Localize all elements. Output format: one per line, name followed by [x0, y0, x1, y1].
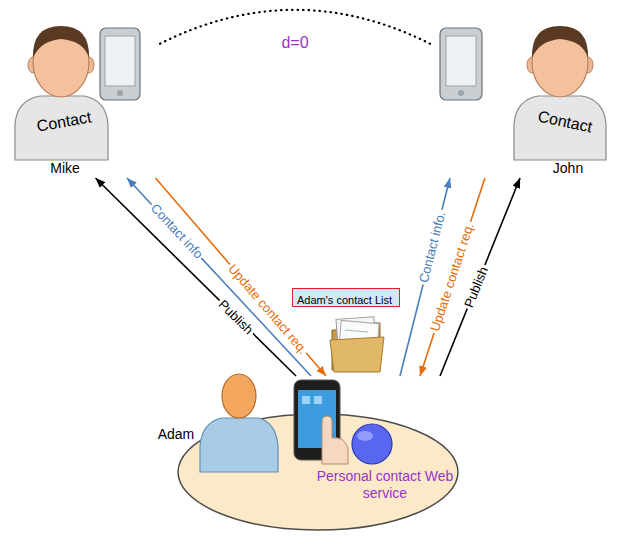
shirt	[514, 96, 606, 160]
person-name: John	[530, 160, 606, 177]
service-circle	[352, 424, 392, 464]
contact-list-box: Adam's contact List	[292, 288, 400, 307]
shirt	[15, 96, 108, 160]
screen-icon	[302, 396, 310, 404]
contact-person: ContactJohn	[430, 20, 620, 178]
circle-highlight	[357, 431, 373, 441]
message-arrow	[96, 178, 297, 376]
phone-screen	[105, 36, 135, 86]
head	[33, 27, 89, 97]
edge-label: Contact info	[146, 199, 207, 263]
person-head	[222, 374, 256, 418]
phone-button	[458, 90, 464, 96]
distance-label: d=0	[281, 33, 308, 52]
card-line	[345, 330, 368, 332]
node-shape	[430, 20, 620, 178]
edge-label: Publish	[460, 262, 491, 311]
person-name: Mike	[30, 160, 100, 177]
head	[532, 27, 588, 97]
phone-screen	[446, 36, 476, 86]
contact-person: ContactMike	[10, 20, 160, 178]
hair	[33, 26, 89, 58]
user-ellipse: AdamPersonal contact Web service	[176, 412, 460, 532]
phone	[440, 28, 482, 100]
hair	[532, 26, 588, 58]
node-shape	[10, 20, 160, 178]
message-arrow	[156, 178, 327, 376]
person-name: Adam	[154, 426, 198, 443]
phone-button	[117, 90, 123, 96]
box-label: Adam's contact List	[297, 294, 392, 307]
phone	[100, 28, 140, 100]
hand	[322, 416, 348, 464]
folder-front	[330, 337, 384, 372]
screen-icon	[314, 396, 322, 404]
message-arrow	[400, 178, 450, 376]
service-label: Personal contact Web service	[312, 468, 458, 502]
person-body	[200, 418, 278, 472]
message-arrow	[127, 178, 311, 376]
web-service-node: Personal contact Web service	[292, 376, 460, 508]
